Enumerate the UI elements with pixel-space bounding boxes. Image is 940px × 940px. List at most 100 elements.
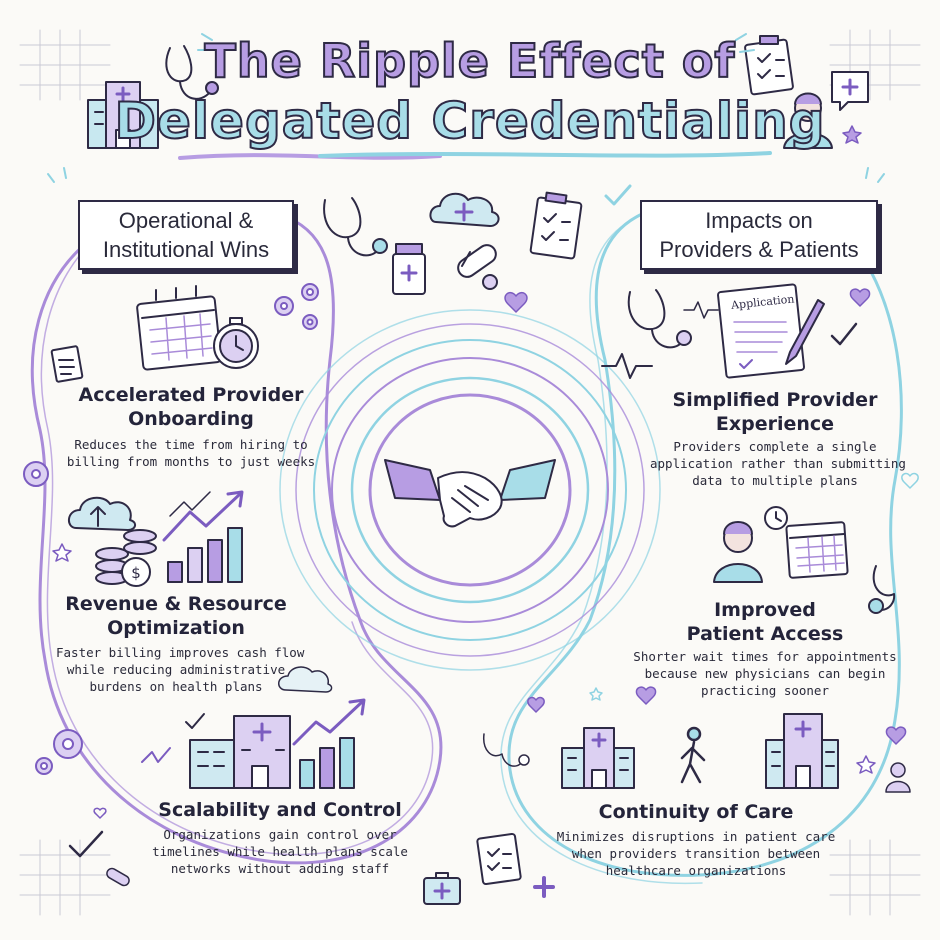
capsule-icon bbox=[457, 244, 498, 290]
right-card-3-body-line-1: Minimizes disruptions in patient care bbox=[556, 829, 836, 844]
right-card-3-title: Continuity of Care bbox=[566, 800, 826, 824]
heart-icon bbox=[849, 288, 871, 307]
left-card-1-title-line-2: Onboarding bbox=[128, 408, 254, 430]
first-aid-kit-icon bbox=[423, 872, 461, 905]
right-card-1-title-line-2: Experience bbox=[715, 413, 835, 435]
clock-icon bbox=[764, 506, 788, 530]
bar-chart-icon bbox=[162, 490, 244, 583]
cloud-plus-icon bbox=[429, 192, 500, 227]
left-card-3-title-line-1: Scalability and Control bbox=[158, 799, 402, 821]
right-card-1-body-line-2: application rather than submitting bbox=[650, 456, 906, 471]
right-card-2-body-line-3: practicing sooner bbox=[701, 683, 829, 698]
left-heading-line-1: Operational & bbox=[118, 208, 254, 233]
right-card-2-body-line-1: Shorter wait times for appointments bbox=[633, 649, 897, 664]
left-card-3-body-line-3: networks without adding staff bbox=[170, 861, 390, 876]
star-icon bbox=[856, 755, 876, 774]
svg-text:$: $ bbox=[131, 564, 141, 582]
left-card-2-title-line-1: Revenue & Resource bbox=[65, 593, 287, 615]
left-heading-line-2: Institutional Wins bbox=[102, 237, 270, 262]
title-underline-purple bbox=[178, 153, 442, 160]
right-card-1-body-line-3: data to multiple plans bbox=[692, 473, 858, 488]
heartbeat-icon bbox=[683, 301, 719, 319]
hospital-icon bbox=[87, 81, 159, 149]
star-icon bbox=[842, 125, 862, 144]
ripple-rings bbox=[279, 309, 661, 671]
page-title-line-2: Delegated Credentialing bbox=[113, 91, 826, 151]
heart-icon bbox=[635, 686, 657, 705]
heart-icon bbox=[527, 696, 545, 713]
star-icon bbox=[52, 543, 72, 562]
gear-icon bbox=[35, 729, 83, 775]
left-card-2-title-line-2: Optimization bbox=[107, 617, 245, 639]
left-card-3-body-line-2: timelines while health plans scale bbox=[152, 844, 408, 859]
left-card-2-body-line-2: while reducing administrative bbox=[66, 662, 286, 677]
heart-icon bbox=[504, 292, 528, 313]
stopwatch-icon bbox=[213, 317, 259, 369]
left-card-1-title: Accelerated Provider Onboarding bbox=[66, 383, 316, 431]
right-card-1-body-line-1: Providers complete a single bbox=[673, 439, 877, 454]
checkmark-icon bbox=[830, 322, 858, 346]
clipboard-icon bbox=[476, 832, 522, 886]
checkmark-icon bbox=[185, 713, 205, 729]
calendar-icon bbox=[136, 285, 222, 371]
capsule-icon bbox=[106, 867, 130, 887]
left-section-heading: Operational & Institutional Wins bbox=[78, 200, 294, 270]
hospital-icon bbox=[765, 713, 839, 789]
sparkle-doodle bbox=[47, 33, 885, 183]
right-card-3-title-line-1: Continuity of Care bbox=[598, 801, 794, 823]
bar-chart-icon bbox=[292, 698, 366, 789]
gear-icon bbox=[274, 283, 319, 330]
stethoscope-icon bbox=[323, 197, 388, 257]
right-card-2-title-line-1: Improved bbox=[714, 599, 816, 621]
cloud-upload-icon bbox=[68, 496, 136, 531]
left-card-3-body-line-1: Organizations gain control over bbox=[163, 827, 397, 842]
left-card-1-body: Reduces the time from hiring to billing … bbox=[66, 436, 316, 470]
chat-plus-icon bbox=[831, 71, 869, 111]
right-card-2-body: Shorter wait times for appointments beca… bbox=[630, 648, 900, 699]
stethoscope-icon bbox=[483, 733, 530, 767]
right-card-1-body: Providers complete a single application … bbox=[650, 438, 906, 489]
checkmark-icon bbox=[141, 747, 171, 763]
hospital-icon bbox=[561, 727, 635, 789]
right-card-2-title: Improved Patient Access bbox=[650, 598, 880, 646]
left-card-1-body-line-1: Reduces the time from hiring to bbox=[74, 437, 308, 452]
left-card-2-body-line-1: Faster billing improves cash flow bbox=[56, 645, 305, 660]
star-icon bbox=[589, 687, 603, 701]
checkmark-icon bbox=[68, 830, 104, 858]
pen-icon bbox=[785, 299, 825, 365]
left-card-1-body-line-2: billing from months to just weeks bbox=[66, 454, 316, 469]
heartbeat-icon bbox=[601, 353, 653, 379]
pill-bottle-icon bbox=[392, 243, 426, 295]
right-heading-line-2: Providers & Patients bbox=[659, 237, 859, 262]
right-card-3-body-line-2: when providers transition between bbox=[571, 846, 821, 861]
title-underline-teal bbox=[318, 151, 772, 158]
grid-doodle bbox=[19, 29, 921, 916]
right-card-2-body-line-2: because new physicians can begin bbox=[644, 666, 886, 681]
right-card-3-body: Minimizes disruptions in patient care wh… bbox=[556, 828, 836, 879]
nurse-icon bbox=[713, 521, 763, 583]
heart-icon bbox=[93, 807, 107, 819]
right-card-2-title-line-2: Patient Access bbox=[686, 623, 844, 645]
right-card-3-body-line-3: healthcare organizations bbox=[605, 863, 787, 878]
heart-icon bbox=[885, 726, 907, 745]
stethoscope-icon bbox=[627, 289, 692, 349]
handshake-icon bbox=[384, 459, 556, 528]
left-card-2-body: Faster billing improves cash flow while … bbox=[56, 644, 305, 695]
page-title-line-1: The Ripple Effect of bbox=[204, 33, 736, 89]
coins-icon: $ bbox=[95, 529, 157, 587]
gear-icon bbox=[23, 461, 49, 487]
checkmark-icon bbox=[604, 184, 632, 206]
clipboard-icon bbox=[50, 345, 84, 383]
left-card-1-title-line-1: Accelerated Provider bbox=[78, 384, 304, 406]
cloud-icon bbox=[278, 666, 333, 693]
right-heading-line-1: Impacts on bbox=[705, 208, 813, 233]
person-icon bbox=[885, 762, 911, 793]
right-card-1-title: Simplified Provider Experience bbox=[650, 388, 900, 436]
calendar-icon bbox=[785, 521, 849, 579]
left-card-2-title: Revenue & Resource Optimization bbox=[56, 592, 296, 640]
doctor-icon bbox=[783, 92, 833, 149]
left-card-2-body-line-3: burdens on health plans bbox=[89, 679, 263, 694]
application-form-icon: Application bbox=[717, 283, 805, 379]
right-section-heading: Impacts on Providers & Patients bbox=[640, 200, 878, 270]
